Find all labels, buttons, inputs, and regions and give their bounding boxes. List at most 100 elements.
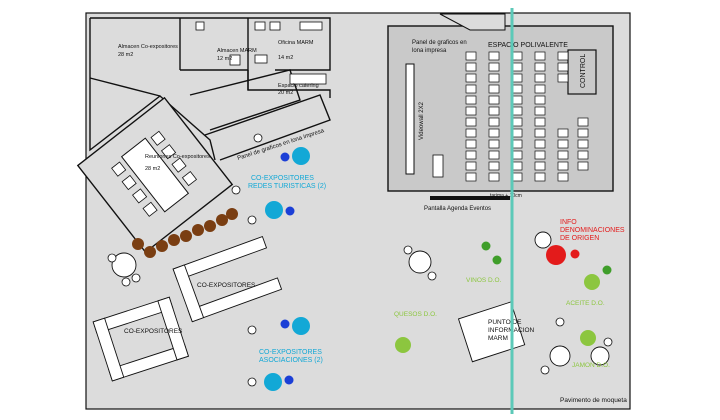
videowall-label: Videowall 2X2: [419, 101, 425, 140]
hall-seat: [534, 139, 546, 149]
marker-vinos-1: [481, 241, 491, 251]
hall-seat: [488, 51, 500, 61]
hall-seat: [557, 73, 569, 83]
hall-seat: [488, 62, 500, 72]
marker-info-1: [546, 245, 566, 265]
marker-aceite-2: [602, 265, 612, 275]
hall-seat: [534, 51, 546, 61]
hall-seat: [577, 161, 589, 171]
hall-seat: [577, 128, 589, 138]
hall-seat: [534, 73, 546, 83]
hall-seat: [488, 84, 500, 94]
back-of-house: [89, 17, 331, 161]
marker-redes-4: [285, 206, 295, 216]
oficina-marm-name: Oficina MARM: [278, 40, 314, 46]
hall-seat: [465, 128, 477, 138]
hall-seat: [465, 150, 477, 160]
hall-seat: [557, 62, 569, 72]
marker-info-2: [570, 249, 580, 259]
reuniones-area: 28 m2: [145, 166, 160, 172]
catering-name: Espacio catering: [278, 83, 319, 89]
hall-seat: [557, 150, 569, 160]
hall-seat: [465, 51, 477, 61]
round-tables: [111, 231, 610, 367]
punto-label-1: PUNTO DE: [488, 319, 522, 326]
hall-seat: [488, 95, 500, 105]
redes-label-1: CO-EXPOSITORES: [251, 175, 314, 182]
marker-redes-2: [292, 147, 310, 165]
asoc-label-1: CO-EXPOSITORES: [259, 349, 322, 356]
redes-label-2: REDES TURISTICAS (2): [248, 183, 326, 190]
hall-seat: [488, 117, 500, 127]
hall-seat: [534, 62, 546, 72]
hall-seat: [577, 139, 589, 149]
almacen-coexp-area: 28 m2: [118, 52, 133, 58]
marker-jamon-1: [580, 330, 596, 346]
vinos-label: VINOS D.O.: [466, 277, 502, 284]
hall-seat: [534, 150, 546, 160]
hall-seat: [534, 106, 546, 116]
hall-seat: [557, 51, 569, 61]
hall-seat: [557, 139, 569, 149]
hall-seat: [465, 95, 477, 105]
hall-seat: [577, 150, 589, 160]
oficina-marm-area: 14 m2: [278, 55, 293, 61]
hall-seat: [557, 172, 569, 182]
info-label-1: INFO: [560, 219, 577, 226]
marker-aceite-1: [584, 274, 600, 290]
jamon-label: JAMON D.O.: [572, 362, 610, 369]
hall-seat: [465, 172, 477, 182]
hall-seat: [557, 128, 569, 138]
pantalla-label: Pantalla Agenda Eventos: [424, 206, 491, 212]
punto-label-3: MARM: [488, 335, 508, 342]
marker-redes-3: [265, 201, 283, 219]
coexp-mid-label: CO-EXPOSITORES: [197, 282, 256, 289]
hall-seat: [488, 139, 500, 149]
hall-seat: [534, 95, 546, 105]
almacen-marm-name: Almacen MARM: [217, 48, 257, 54]
hall-seat: [488, 150, 500, 160]
hall-seat: [465, 84, 477, 94]
hall-seat: [557, 161, 569, 171]
hall-panel-label: Panel de graficos en: [412, 40, 467, 46]
almacen-marm-area: 12 m2: [217, 56, 232, 62]
hall-seat: [465, 106, 477, 116]
control-label: CONTROL: [580, 54, 587, 88]
hall-seat: [465, 62, 477, 72]
marker-asoc-4: [284, 375, 294, 385]
hall-panel-label-2: lona impresa: [412, 48, 447, 54]
marker-redes-1: [280, 152, 290, 162]
hall-seat: [577, 117, 589, 127]
stool-marks: [107, 133, 613, 387]
info-label-3: DE ORIGEN: [560, 235, 599, 242]
floor-note: Pavimento de moqueta: [560, 397, 627, 404]
marker-quesos-1: [395, 337, 411, 353]
hall-title: ESPACIO POLIVALENTE: [488, 42, 568, 49]
hall-seat: [488, 73, 500, 83]
hall-seat: [534, 172, 546, 182]
marker-vinos-2: [492, 255, 502, 265]
hall-seat: [534, 117, 546, 127]
marker-asoc-3: [264, 373, 282, 391]
marker-asoc-1: [280, 319, 290, 329]
aceite-label: ACEITE D.O.: [566, 300, 605, 307]
hall-seat: [465, 73, 477, 83]
info-label-2: DENOMINACIONES: [560, 227, 625, 234]
catering-area: 20 m2: [278, 90, 293, 96]
hall-seat: [534, 161, 546, 171]
hall-seat: [465, 117, 477, 127]
hall-seat: [488, 128, 500, 138]
counters: [92, 236, 526, 382]
multipurpose-hall: [387, 13, 614, 200]
quesos-label: QUESOS D.O.: [394, 311, 437, 318]
almacen-coexp-name: Almacen Co-expositores: [118, 44, 178, 50]
hall-seat: [465, 161, 477, 171]
hall-seat: [534, 84, 546, 94]
marker-asoc-2: [292, 317, 310, 335]
coexp-left-label: CO-EXPOSITORES: [124, 328, 183, 335]
asoc-label-2: ASOCIACIONES (2): [259, 357, 323, 364]
hall-seat: [465, 139, 477, 149]
office-furniture: [195, 21, 327, 85]
plant-row: [132, 208, 238, 258]
